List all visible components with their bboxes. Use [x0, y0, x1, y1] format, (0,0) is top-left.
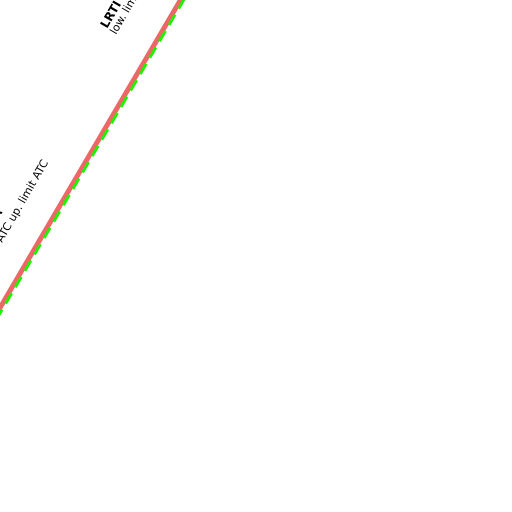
route-line-dashed[interactable] [0, 0, 186, 320]
airspace-name-label-left: A [0, 206, 6, 222]
route-line-solid[interactable] [0, 0, 184, 318]
